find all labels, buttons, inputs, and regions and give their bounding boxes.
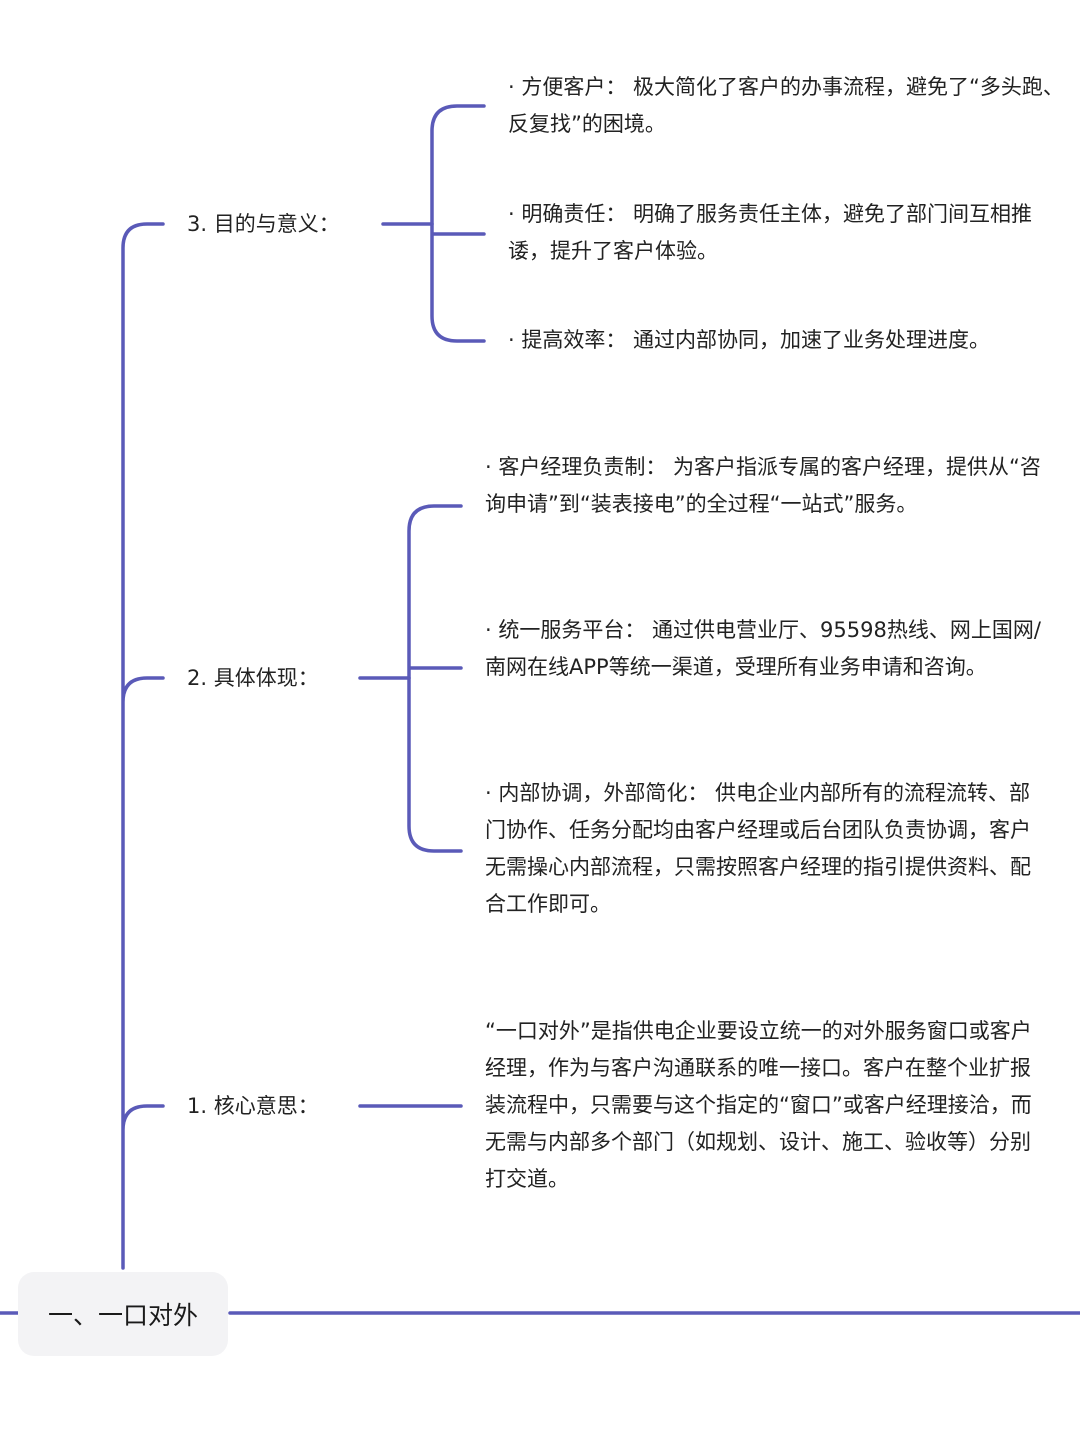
branch-label-purpose[interactable]: 3. 目的与意义： bbox=[187, 212, 340, 236]
leaf-core-meaning[interactable]: “一口对外”是指供电企业要设立统一的对外服务窗口或客户经理，作为与客户沟通联系的… bbox=[485, 1019, 1032, 1191]
leaf-internal-coordination[interactable]: · 内部协调，外部简化： 供电企业内部所有的流程流转、部门协作、任务分配均由客户… bbox=[485, 781, 1031, 916]
branch-3-bracket bbox=[430, 104, 486, 343]
leaf-convenient-customer[interactable]: · 方便客户： 极大简化了客户的办事流程，避免了“多头跑、反复找”的困境。 bbox=[508, 75, 1064, 136]
leaf-clear-responsibility[interactable]: · 明确责任： 明确了服务责任主体，避免了部门间互相推诿，提升了客户体验。 bbox=[508, 202, 1033, 263]
root-label: 一、一口对外 bbox=[47, 1301, 198, 1330]
branch-label-core-meaning[interactable]: 1. 核心意思： bbox=[187, 1094, 319, 1118]
leaf-unified-platform[interactable]: · 统一服务平台： 通过供电营业厅、95598热线、网上国网/南网在线APP等统… bbox=[485, 618, 1041, 679]
root-node[interactable]: 一、一口对外 bbox=[18, 1272, 228, 1356]
leaf-account-manager[interactable]: · 客户经理负责制： 为客户指派专属的客户经理，提供从“咨询申请”到“装表接电”… bbox=[485, 455, 1041, 516]
trunk-connector bbox=[121, 222, 165, 1270]
leaf-improve-efficiency[interactable]: · 提高效率： 通过内部协同，加速了业务处理进度。 bbox=[508, 328, 991, 352]
branch-label-embodiment[interactable]: 2. 具体体现： bbox=[187, 666, 319, 690]
branch-2-bracket bbox=[407, 504, 463, 853]
